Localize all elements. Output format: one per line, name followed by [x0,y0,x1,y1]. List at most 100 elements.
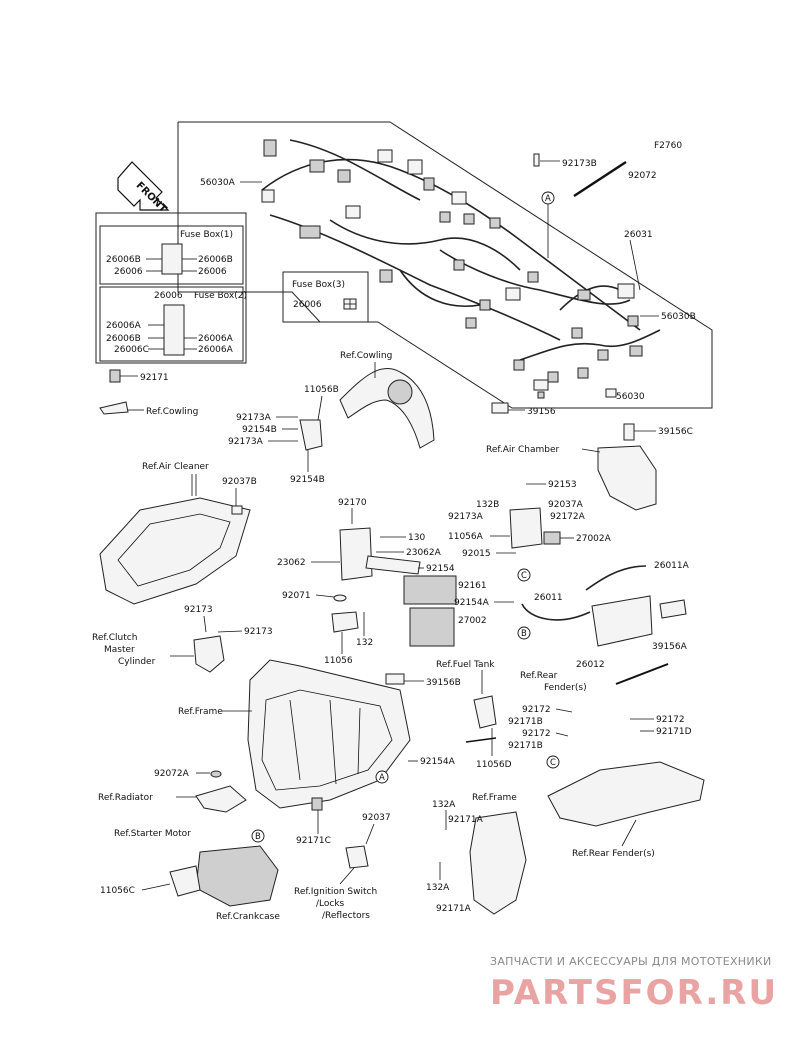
part-label: 23062 [277,558,306,568]
callout-letter: B [255,832,261,842]
part-11056 [331,611,359,633]
callout-a [375,770,389,784]
fuse-label: 26006B [106,334,141,344]
part-label: 92171C [296,836,331,846]
harness-connector [453,259,465,271]
ref-label: Ref.Frame [178,707,223,717]
part-label: 132A [426,883,450,893]
part-92161 [403,575,457,605]
part-56030 [605,388,617,398]
fuse-label: 26006 [114,267,143,277]
part-label: 26012 [576,660,605,670]
harness-connector [617,283,635,299]
part-label: 11056D [476,760,512,770]
harness-connector [345,205,361,219]
main-wiring-harness [261,139,661,399]
part-label: 130 [408,533,425,543]
air-chamber [597,445,657,511]
part-label: 56030B [661,312,696,322]
fuse-box-3-frame [282,271,369,323]
part-92037b [231,505,243,515]
harness-connector [423,177,435,191]
part-label: 26011A [654,561,690,571]
part-39156 [491,402,509,414]
harness-connector [627,315,639,327]
ref-label: Ref.Crankcase [216,912,280,922]
callout-letter: C [550,758,556,768]
harness-connector [299,225,321,239]
harness-connector [571,327,583,339]
part-label: 39156C [658,427,693,437]
callout-b [517,626,531,640]
part-label: 92015 [462,549,491,559]
cowling-stay [339,367,435,449]
fuse-label: 26006 [154,291,183,301]
part-label: 56030A [200,178,236,188]
ref-label: Ref.Rear [520,671,558,681]
part-label: 92154A [420,757,456,767]
fuse-label: 26006A [106,321,142,331]
callout-letter: A [379,773,385,783]
ref-label: Ref.Starter Motor [114,829,191,839]
part-label: 11056A [448,532,484,542]
callout-letter: A [545,194,551,204]
part-label: 92173 [244,627,273,637]
harness-connector [337,169,351,183]
frame-bracket [469,811,527,915]
harness-connector [263,139,277,157]
fuse-label: 26006B [106,255,141,265]
ref-label: Master [104,645,135,655]
part-label: 92037B [222,477,257,487]
harness-connector [377,149,393,163]
part-label: 92171D [656,727,692,737]
harness-connector [407,159,423,175]
fuse-block-1 [161,243,183,275]
fuse-box-1-title: Fuse Box(1) [180,230,233,240]
harness-connector [439,211,451,223]
harness-connector [451,191,467,205]
harness-connector [527,271,539,283]
part-label: 92171B [508,717,543,727]
ref-label: Cylinder [118,657,156,667]
starter-bracket [169,865,201,897]
watermark-main: PARTSFOR.RU [490,973,778,1013]
part-label: 92154A [454,598,490,608]
part-27002a [543,531,561,545]
part-label: 92171A [436,904,472,914]
part-label: 39156A [652,642,688,652]
part-label: 92153 [548,480,577,490]
fuse-box-3-title: Fuse Box(3) [292,280,345,290]
harness-connector [505,287,521,301]
fuse-label: 26006C [114,345,149,355]
battery-case [591,595,653,647]
ref-label: /Reflectors [322,911,370,921]
part-label: 92171A [448,815,484,825]
radiator-bracket [195,785,247,813]
part-label: 56030 [616,392,645,402]
watermark-top: ЗАПЧАСТИ И АКСЕССУАРЫ ДЛЯ МОТОТЕХНИКИ [490,955,772,968]
harness-connector [537,391,545,399]
ref-label: Ref.Clutch [92,633,137,643]
fuse-box-2-title: Fuse Box(2) [194,291,247,301]
part-label: 132 [356,638,373,648]
part-label: 27002A [576,534,612,544]
ref-label: Ref.Rear Fender(s) [572,849,655,859]
part-11056b [299,419,323,451]
part-label: 92161 [458,581,487,591]
part-label: 11056B [304,385,339,395]
part-11056a [509,507,543,549]
part-39156b [385,673,405,685]
part-39156c [623,423,635,441]
part-label: 92173A [228,437,264,447]
front-arrow: FRONT [117,161,170,215]
cowling-bracket [99,401,129,415]
part-39156a [659,599,687,619]
ref-label: Ref.Cowling [146,407,198,417]
part-label: 92154B [242,425,277,435]
part-label: 23062A [406,548,442,558]
clutch-switch [193,635,225,673]
fuse-block-2 [163,304,185,356]
callout-c [517,568,531,582]
harness-connector [597,349,609,361]
